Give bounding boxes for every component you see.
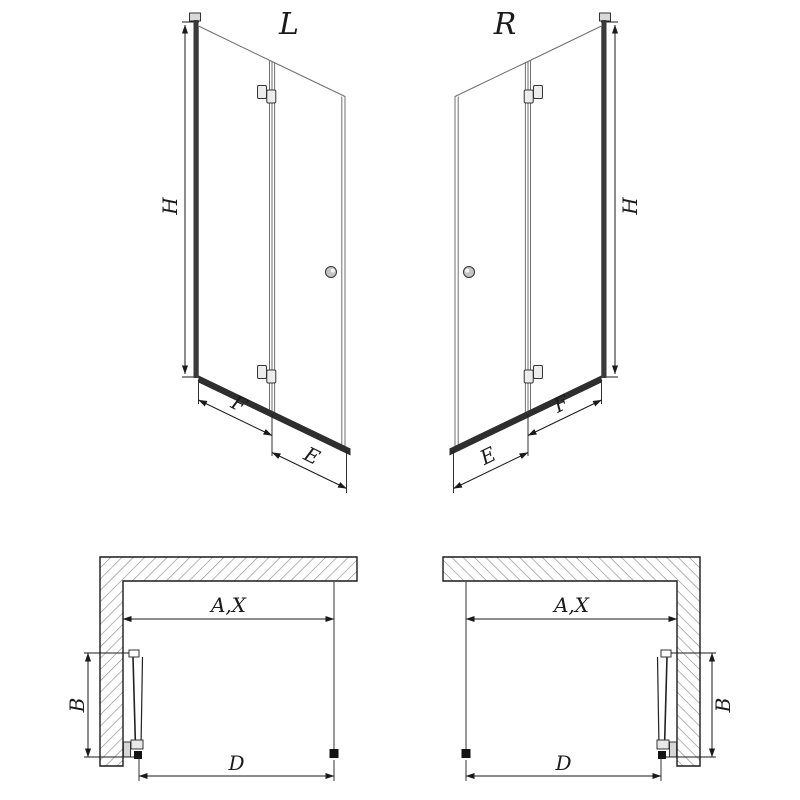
left-projection-label: B (65, 698, 89, 714)
left-plan-view (84, 557, 357, 781)
left-variant-label: L (278, 7, 299, 42)
right-elevation-view (450, 13, 619, 493)
right-projection-label: B (711, 698, 735, 714)
left-height-label: H (158, 197, 182, 216)
left-e-label: E (299, 441, 324, 470)
right-variant-label: R (493, 7, 517, 42)
left-entry-width-label: D (227, 751, 244, 775)
right-opening-width-label: A,X (552, 593, 590, 617)
left-opening-width-label: A,X (209, 593, 247, 617)
right-height-label: H (618, 197, 642, 216)
right-plan-view (443, 557, 716, 781)
left-elevation-view (182, 13, 351, 493)
right-e-label: E (475, 442, 500, 471)
right-entry-width-label: D (554, 751, 571, 775)
